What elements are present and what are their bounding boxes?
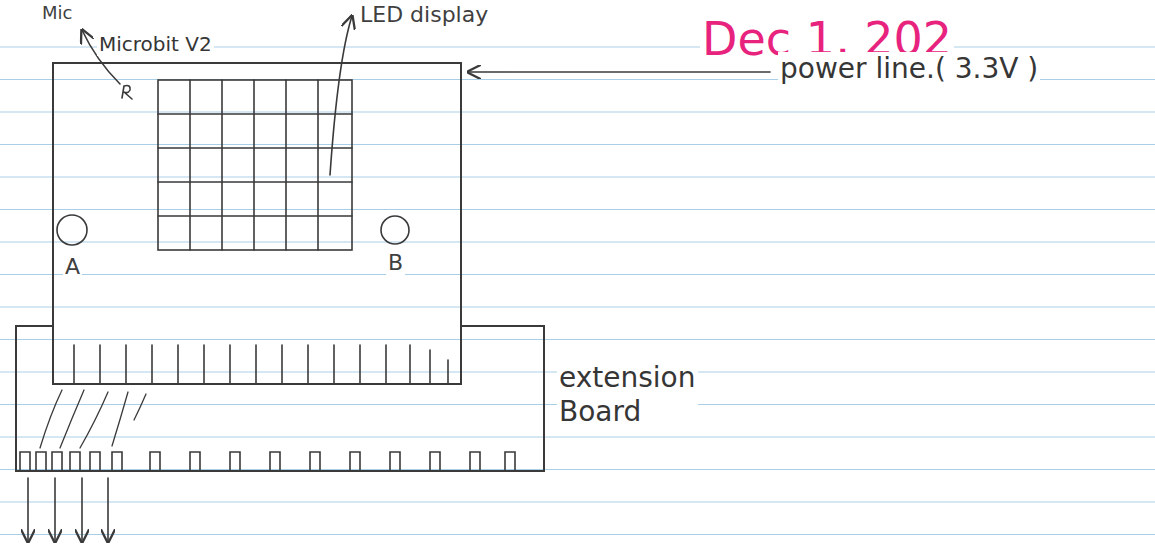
board-heading: Microbit V2 <box>97 32 214 56</box>
board-outline <box>15 325 545 472</box>
button-label: B <box>386 250 405 276</box>
extension-board: extension Board <box>15 325 545 472</box>
mic-marker <box>122 86 132 100</box>
power-leader <box>468 71 770 73</box>
led-leader <box>330 16 352 175</box>
header-pins <box>20 452 515 470</box>
board-outline-path <box>16 326 544 471</box>
led-grid <box>158 80 352 250</box>
button-b <box>381 216 409 244</box>
board-pins <box>74 345 448 383</box>
paper-rules <box>0 47 1155 535</box>
board-heading: extension Board <box>557 361 698 428</box>
button-label: A <box>63 254 82 280</box>
display-label: LED display <box>358 2 490 28</box>
signal-arrows <box>28 478 108 542</box>
mic-label: Mic <box>40 2 74 24</box>
button-a <box>57 215 87 245</box>
microbit-board: Microbit V2 <box>52 62 462 385</box>
jumper-wires <box>40 390 146 448</box>
power-note: power line.( 3.3V ) <box>778 52 1040 86</box>
